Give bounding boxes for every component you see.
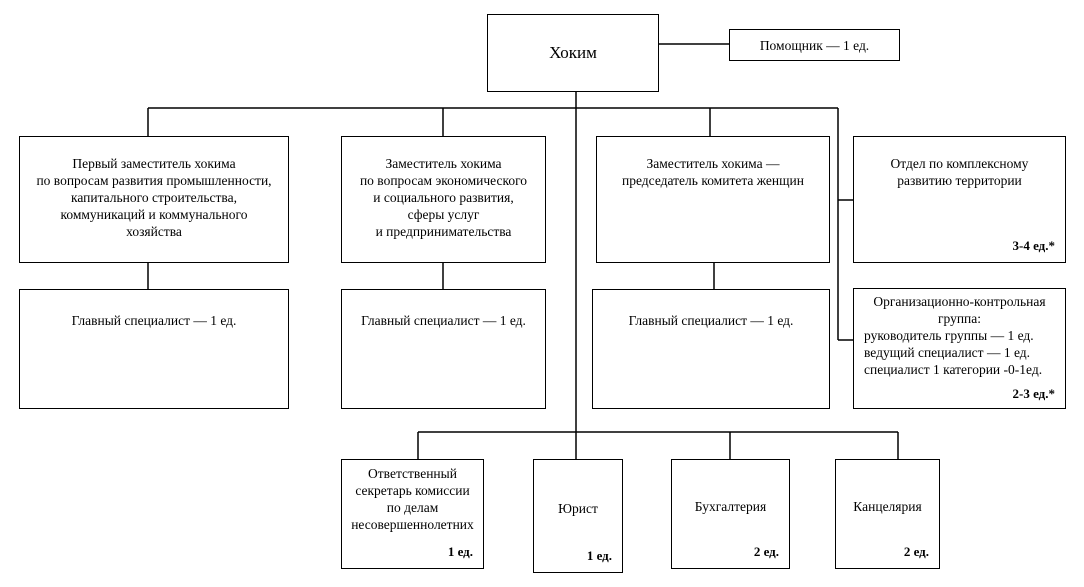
- accounting-count: 2 ед.: [753, 544, 779, 559]
- specialist-box-3: Главный специалист — 1 ед.: [592, 289, 830, 409]
- lawyer-count: 1 ед.: [586, 548, 612, 563]
- specialist-box-2: Главный специалист — 1 ед.: [341, 289, 546, 409]
- commission-secretary-count: 1 ед.: [447, 544, 473, 559]
- head-box: Хоким: [487, 14, 659, 92]
- chancellery-title: Канцелярия: [853, 499, 922, 514]
- head-title: Хоким: [549, 43, 597, 62]
- deputy-box-3: Заместитель хокима — председатель комите…: [596, 136, 830, 263]
- chancellery-count: 2 ед.: [903, 544, 929, 559]
- control-group-lines: руководитель группы — 1 ед. ведущий спец…: [864, 328, 1043, 377]
- specialist-label-2: Главный специалист — 1 ед.: [361, 313, 526, 328]
- deputy-title-3: Заместитель хокима — председатель комите…: [622, 156, 804, 188]
- accounting-box: Бухгалтерия 2 ед.: [671, 459, 790, 569]
- deputy-box-1: Первый заместитель хокима по вопросам ра…: [19, 136, 289, 263]
- assistant-label: Помощник — 1 ед.: [759, 38, 870, 53]
- deputy-title-2: Заместитель хокима по вопросам экономиче…: [359, 156, 528, 239]
- specialist-box-1: Главный специалист — 1 ед.: [19, 289, 289, 409]
- deputy-title-1: Первый заместитель хокима по вопросам ра…: [36, 156, 272, 239]
- chancellery-box: Канцелярия 2 ед.: [835, 459, 940, 569]
- specialist-label-1: Главный специалист — 1 ед.: [71, 313, 237, 328]
- assistant-box: Помощник — 1 ед.: [729, 29, 900, 61]
- specialist-label-3: Главный специалист — 1 ед.: [628, 313, 794, 328]
- control-group-count: 2-3 ед.*: [1012, 386, 1055, 401]
- deputy-box-2: Заместитель хокима по вопросам экономиче…: [341, 136, 546, 263]
- department-box: Отдел по комплексному развитию территори…: [853, 136, 1066, 263]
- lawyer-box: Юрист 1 ед.: [533, 459, 623, 573]
- lawyer-title: Юрист: [558, 501, 598, 516]
- control-group-box: Организационно-контрольная группа: руков…: [853, 288, 1066, 409]
- accounting-title: Бухгалтерия: [694, 499, 767, 514]
- department-title: Отдел по комплексному развитию территори…: [890, 156, 1029, 188]
- commission-secretary-title: Ответственный секретарь комиссии по дела…: [351, 466, 474, 532]
- department-count: 3-4 ед.*: [1012, 238, 1055, 253]
- control-group-title: Организационно-контрольная группа:: [873, 294, 1046, 326]
- commission-secretary-box: Ответственный секретарь комиссии по дела…: [341, 459, 484, 569]
